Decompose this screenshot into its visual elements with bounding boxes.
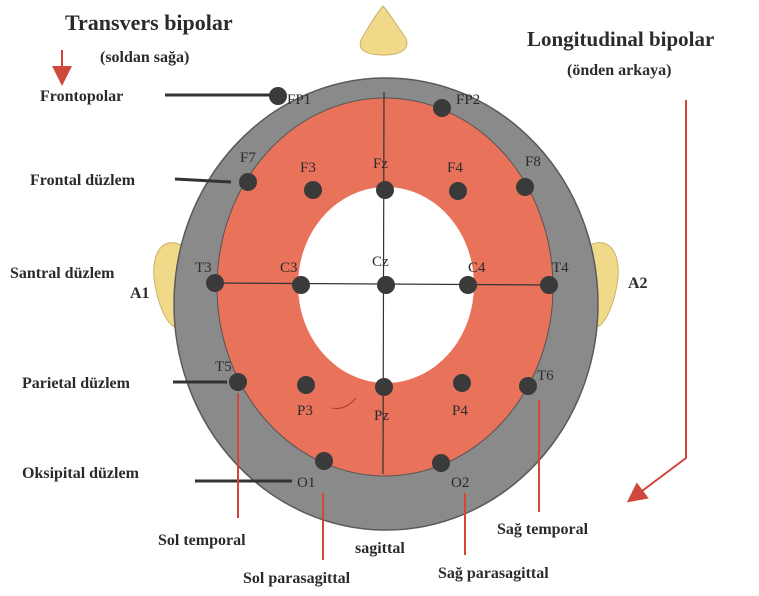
parietal-label: Parietal düzlem [22,375,131,392]
electrode-p4 [453,374,471,392]
label-fp1: FP1 [287,92,311,108]
electrode-t5 [229,373,247,391]
label-f7: F7 [240,150,256,166]
electrode-f8 [516,178,534,196]
label-p4: P4 [452,403,468,419]
label-c4: C4 [468,260,486,276]
central-label: Santral düzlem [10,265,115,282]
label-p3: P3 [297,403,313,419]
label-t5: T5 [215,359,232,375]
electrode-o2 [432,454,450,472]
label-cz: Cz [372,254,389,270]
label-t3: T3 [195,260,212,276]
transverse-title: Transvers bipolar [65,10,233,35]
ear-label-a1: A1 [130,285,150,302]
label-fz: Fz [373,156,388,172]
right-parasagittal-label: Sağ parasagittal [438,565,549,582]
frontopolar-label: Frontopolar [40,88,123,105]
nose-shape [360,6,407,55]
label-pz: Pz [374,408,389,424]
label-t4: T4 [552,260,569,276]
electrode-t6 [519,377,537,395]
transverse-subtitle: (soldan sağa) [100,49,189,66]
occipital-label: Oksipital düzlem [22,465,140,482]
label-f8: F8 [525,154,541,170]
label-f3: F3 [300,160,316,176]
electrode-t3 [206,274,224,292]
right-temporal-label: Sağ temporal [497,521,589,538]
ear-label-a2: A2 [628,275,648,292]
longitudinal-arrow [630,100,686,500]
label-o2: O2 [451,475,469,491]
label-f4: F4 [447,160,463,176]
left-temporal-label: Sol temporal [158,532,246,549]
longitudinal-title: Longitudinal bipolar [527,27,714,51]
label-t6: T6 [537,368,554,384]
electrode-f4 [449,182,467,200]
label-c3: C3 [280,260,298,276]
frontal-label: Frontal düzlem [30,172,136,189]
electrode-o1 [315,452,333,470]
electrode-cz [377,276,395,294]
longitudinal-subtitle: (önden arkaya) [567,62,671,79]
label-o1: O1 [297,475,315,491]
electrode-fz [376,181,394,199]
electrode-f3 [304,181,322,199]
electrode-f7 [239,173,257,191]
electrode-fp1 [269,87,287,105]
left-parasagittal-label: Sol parasagittal [243,570,351,587]
electrode-pz [375,378,393,396]
label-fp2: FP2 [456,92,480,108]
sagittal-label: sagittal [355,540,405,557]
electrode-c3 [292,276,310,294]
electrode-c4 [459,276,477,294]
electrode-fp2 [433,99,451,117]
electrode-t4 [540,276,558,294]
electrode-p3 [297,376,315,394]
